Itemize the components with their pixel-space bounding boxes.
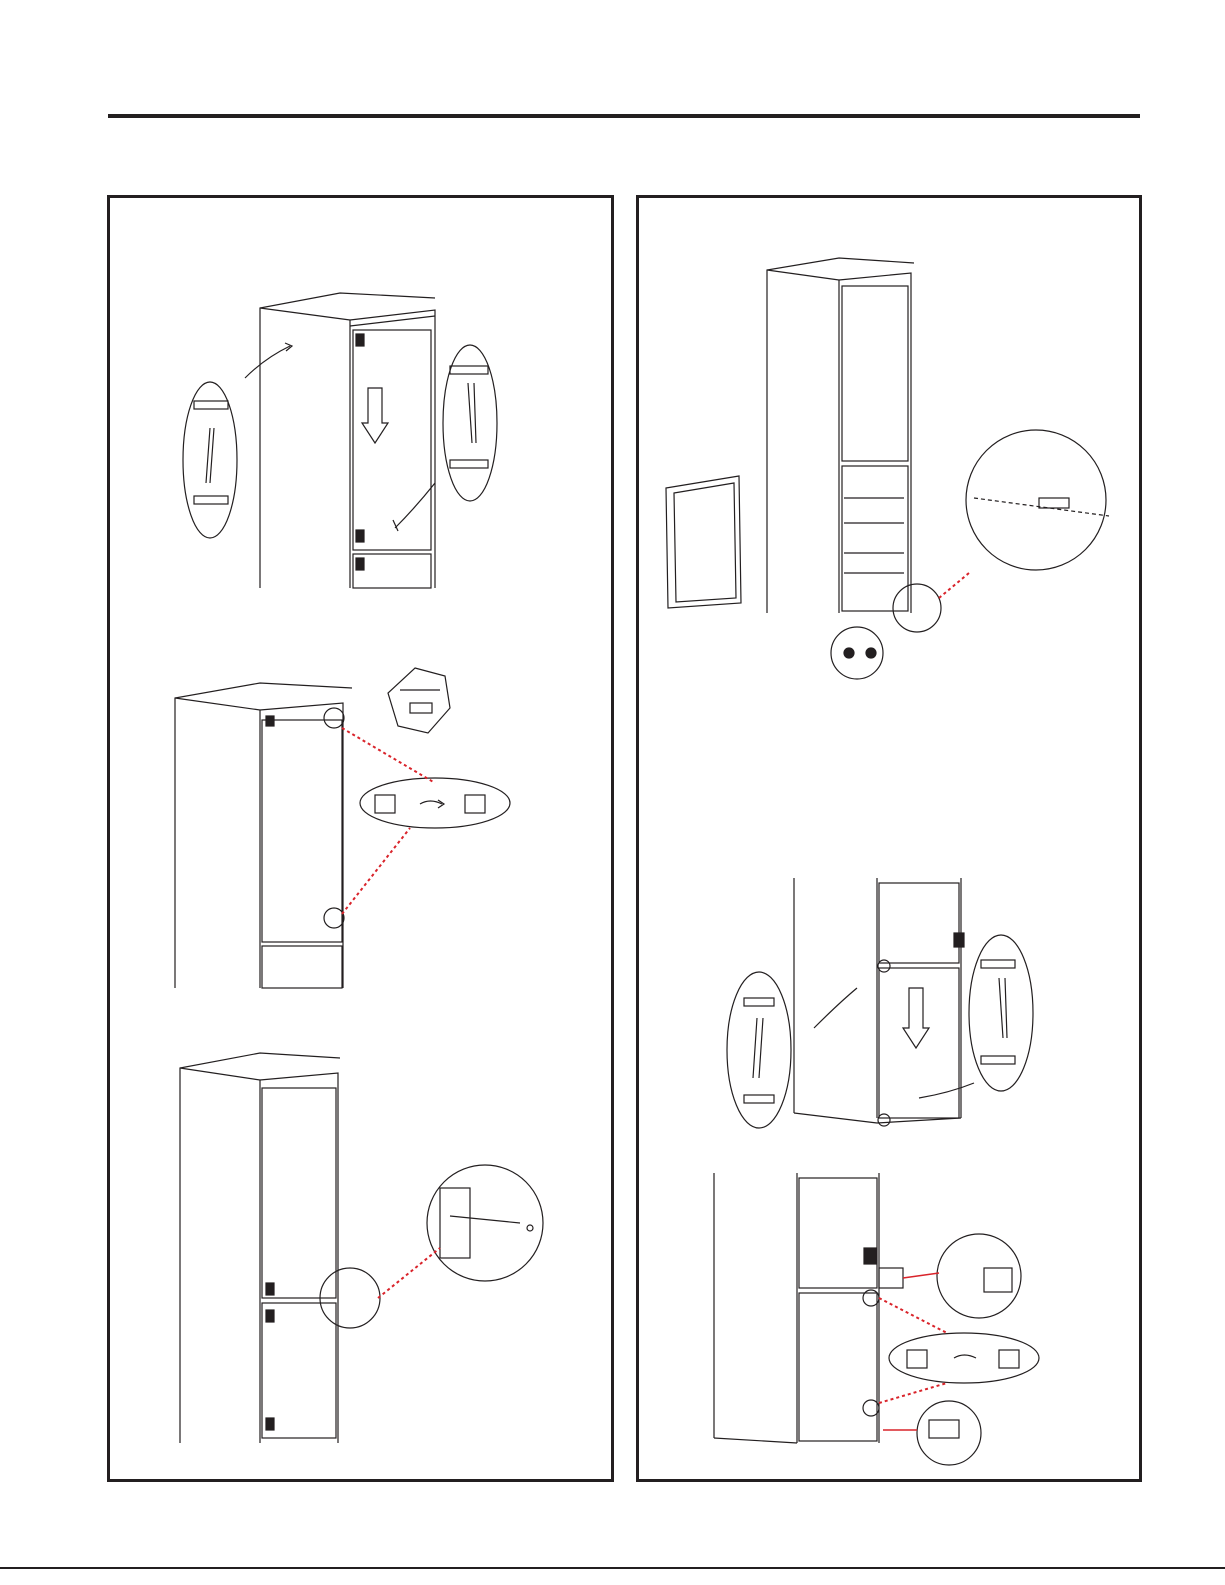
left-figure-panel bbox=[107, 195, 614, 1482]
figure-right-1-freezer-door-removed bbox=[666, 258, 1109, 679]
figure-left-3-middle-hinge bbox=[180, 1053, 543, 1443]
figure-right-2-lower-door-hinge bbox=[727, 878, 1033, 1128]
header-rule bbox=[108, 114, 1140, 118]
figure-right-3-middle-bottom-hinge bbox=[714, 1173, 1039, 1465]
figure-left-2-top-hinge bbox=[175, 668, 510, 988]
footer-rule bbox=[0, 1567, 1225, 1569]
right-figure-panel bbox=[636, 195, 1142, 1482]
figure-left-1-fridge-upper-door bbox=[183, 293, 497, 588]
